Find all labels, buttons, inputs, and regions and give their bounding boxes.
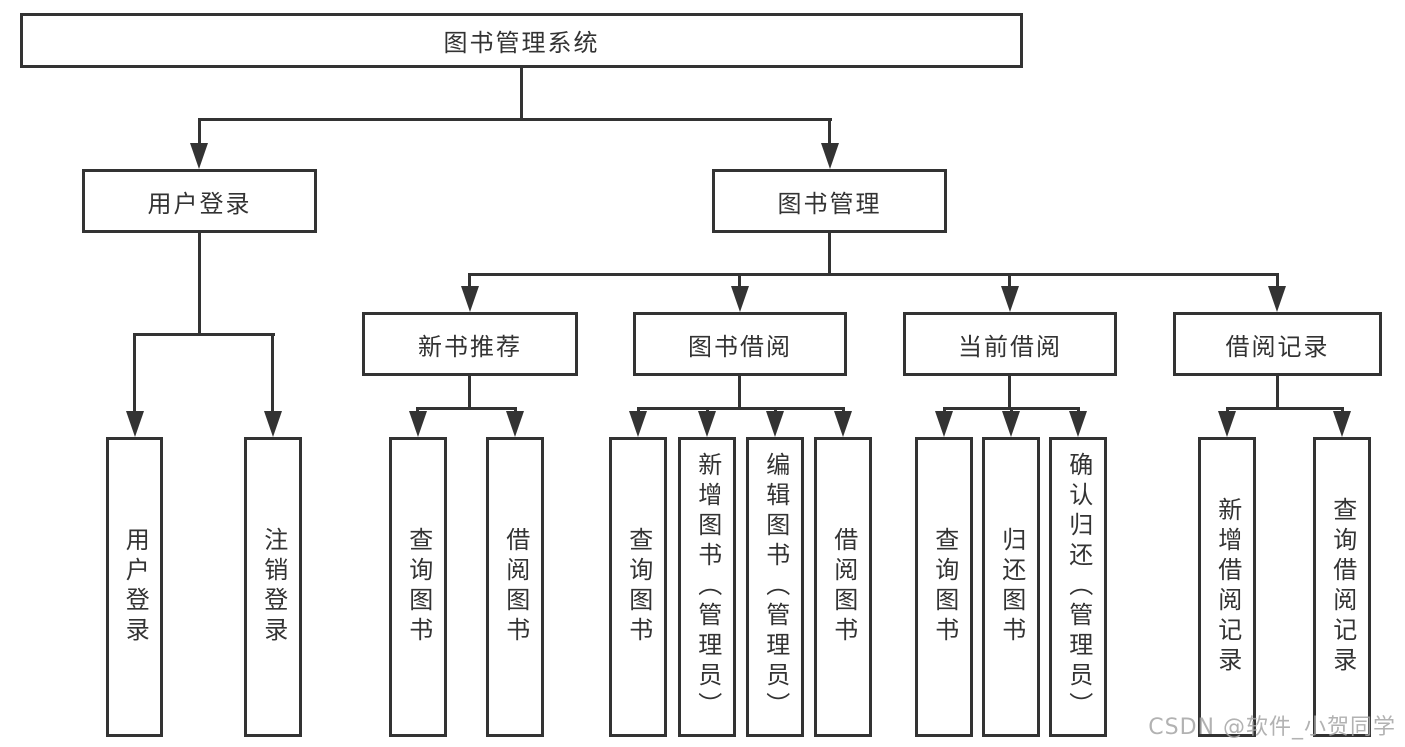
arrow-down-icon: [1069, 411, 1087, 437]
connector-line: [271, 333, 274, 413]
arrow-down-icon: [126, 411, 144, 437]
arrow-down-icon: [1002, 411, 1020, 437]
connector-line: [1226, 407, 1343, 410]
connector-line: [417, 407, 517, 410]
arrow-down-icon: [409, 411, 427, 437]
connector-line: [1008, 273, 1011, 287]
node-label: 查询图书: [624, 527, 653, 647]
leaf-return-books: 归还图书: [982, 437, 1040, 737]
leaf-edit-book-admin: 编辑图书（管理员）: [746, 437, 804, 737]
connector-line: [133, 333, 275, 336]
arrow-down-icon: [766, 411, 784, 437]
node-new-book-recommendation: 新书推荐: [362, 312, 578, 376]
connector-line: [468, 273, 1279, 276]
arrow-down-icon: [629, 411, 647, 437]
leaf-add-book-admin: 新增图书（管理员）: [678, 437, 736, 737]
leaf-borrow-books: 借阅图书: [486, 437, 544, 737]
connector-line: [468, 376, 471, 407]
node-label: 用户登录: [121, 527, 150, 647]
arrow-down-icon: [731, 286, 749, 312]
leaf-add-borrow-record: 新增借阅记录: [1198, 437, 1256, 737]
node-current-borrowing: 当前借阅: [903, 312, 1117, 376]
node-book-borrowing: 图书借阅: [633, 312, 847, 376]
leaf-logout: 注销登录: [244, 437, 302, 737]
node-label: 图书管理系统: [443, 29, 600, 57]
arrow-down-icon: [506, 411, 524, 437]
node-label: 新增借阅记录: [1213, 497, 1242, 677]
leaf-query-books-3: 查询图书: [915, 437, 973, 737]
connector-line: [133, 333, 136, 413]
arrow-down-icon: [834, 411, 852, 437]
connector-line: [198, 118, 832, 121]
node-label: 当前借阅: [958, 332, 1062, 361]
arrow-down-icon: [821, 143, 839, 169]
connector-line: [1008, 376, 1011, 407]
node-library-management-system: 图书管理系统: [20, 13, 1023, 68]
arrow-down-icon: [698, 411, 716, 437]
leaf-borrow-books-2: 借阅图书: [814, 437, 872, 737]
connector-line: [828, 118, 831, 144]
connector-line: [1276, 376, 1279, 407]
connector-line: [198, 118, 201, 144]
node-label: 用户登录: [147, 189, 252, 218]
connector-line: [520, 68, 523, 118]
leaf-query-books: 查询图书: [389, 437, 447, 737]
node-label: 图书借阅: [688, 332, 792, 361]
csdn-watermark: CSDN @软件_小贺同学: [1148, 715, 1396, 740]
arrow-down-icon: [461, 286, 479, 312]
node-label: 借阅记录: [1225, 332, 1330, 361]
node-label: 注销登录: [259, 527, 288, 647]
node-user-login: 用户登录: [82, 169, 317, 233]
node-label: 查询图书: [404, 527, 433, 647]
connector-line: [468, 273, 471, 287]
node-label: 编辑图书（管理员）: [761, 452, 790, 722]
node-label: 新书推荐: [418, 332, 522, 361]
leaf-query-books-2: 查询图书: [609, 437, 667, 737]
node-borrowing-records: 借阅记录: [1173, 312, 1382, 376]
node-label: 确认归还（管理员）: [1064, 452, 1093, 722]
node-label: 查询图书: [930, 527, 959, 647]
node-label: 借阅图书: [501, 527, 530, 647]
connector-line: [198, 233, 201, 333]
connector-line: [828, 233, 831, 273]
node-label: 归还图书: [997, 527, 1026, 647]
arrow-down-icon: [190, 143, 208, 169]
node-label: 借阅图书: [829, 527, 858, 647]
node-label: 图书管理: [777, 189, 882, 218]
connector-line: [738, 273, 741, 287]
node-book-management: 图书管理: [712, 169, 947, 233]
arrow-down-icon: [1001, 286, 1019, 312]
connector-line: [738, 376, 741, 407]
leaf-confirm-return-admin: 确认归还（管理员）: [1049, 437, 1107, 737]
connector-line: [637, 407, 845, 410]
leaf-user-login: 用户登录: [106, 437, 163, 737]
leaf-query-borrow-record: 查询借阅记录: [1313, 437, 1371, 737]
connector-line: [1276, 273, 1279, 287]
node-label: 新增图书（管理员）: [693, 452, 722, 722]
arrow-down-icon: [264, 411, 282, 437]
arrow-down-icon: [1268, 286, 1286, 312]
arrow-down-icon: [1218, 411, 1236, 437]
arrow-down-icon: [935, 411, 953, 437]
arrow-down-icon: [1333, 411, 1351, 437]
node-label: 查询借阅记录: [1328, 497, 1357, 677]
